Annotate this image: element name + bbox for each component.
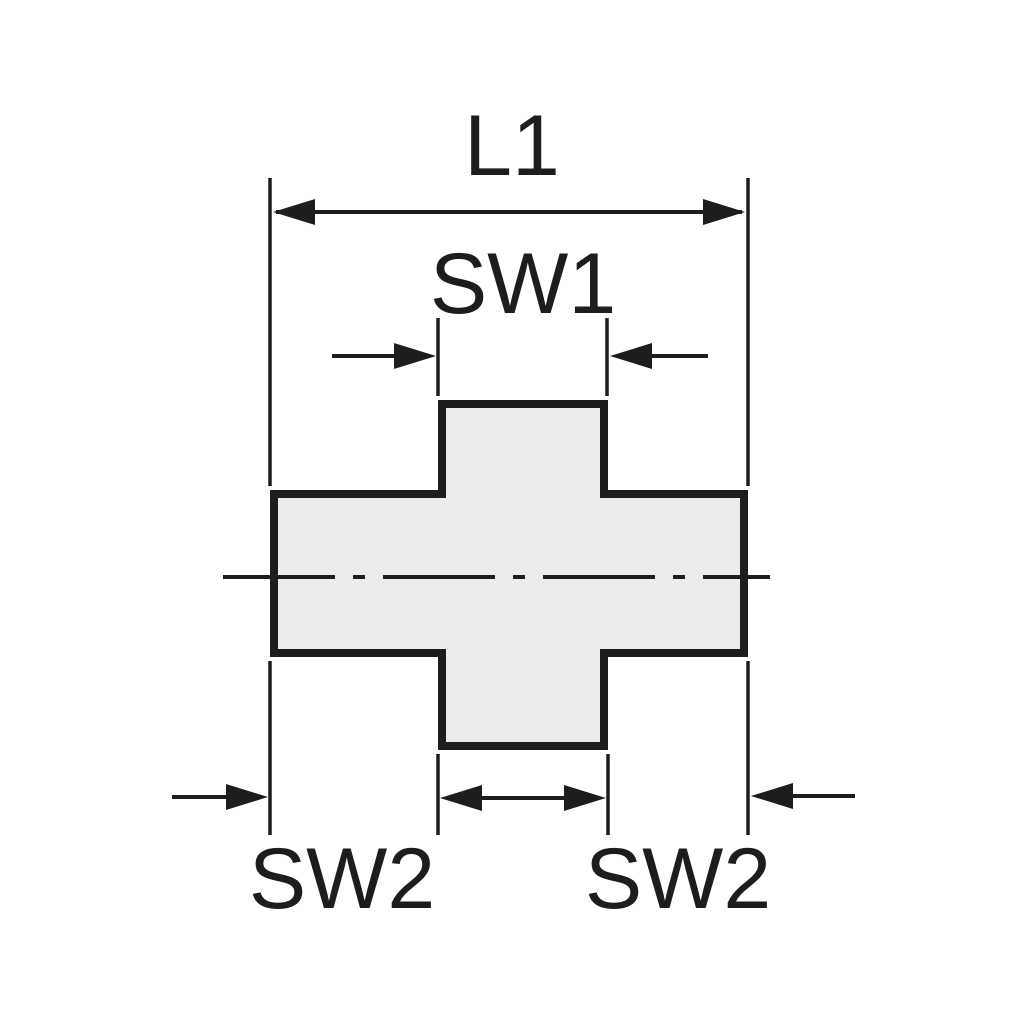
sw2-arrowhead-inner-left xyxy=(440,785,482,811)
sw2-arrowhead-inner-right xyxy=(564,785,606,811)
l1-arrowhead-right xyxy=(703,199,745,225)
sw1-label: SW1 xyxy=(430,236,616,332)
l1-label: L1 xyxy=(464,98,560,194)
fitting-body-cross-section xyxy=(270,400,748,750)
sw1-arrowhead-left xyxy=(394,343,436,369)
sw2-label-left: SW2 xyxy=(249,831,435,927)
l1-arrowhead-left xyxy=(273,199,315,225)
sw2-arrowhead-outer-right xyxy=(751,783,793,809)
sw1-arrowhead-right xyxy=(610,343,652,369)
sw2-arrowhead-outer-left xyxy=(226,784,268,810)
sw2-label-right: SW2 xyxy=(585,831,771,927)
